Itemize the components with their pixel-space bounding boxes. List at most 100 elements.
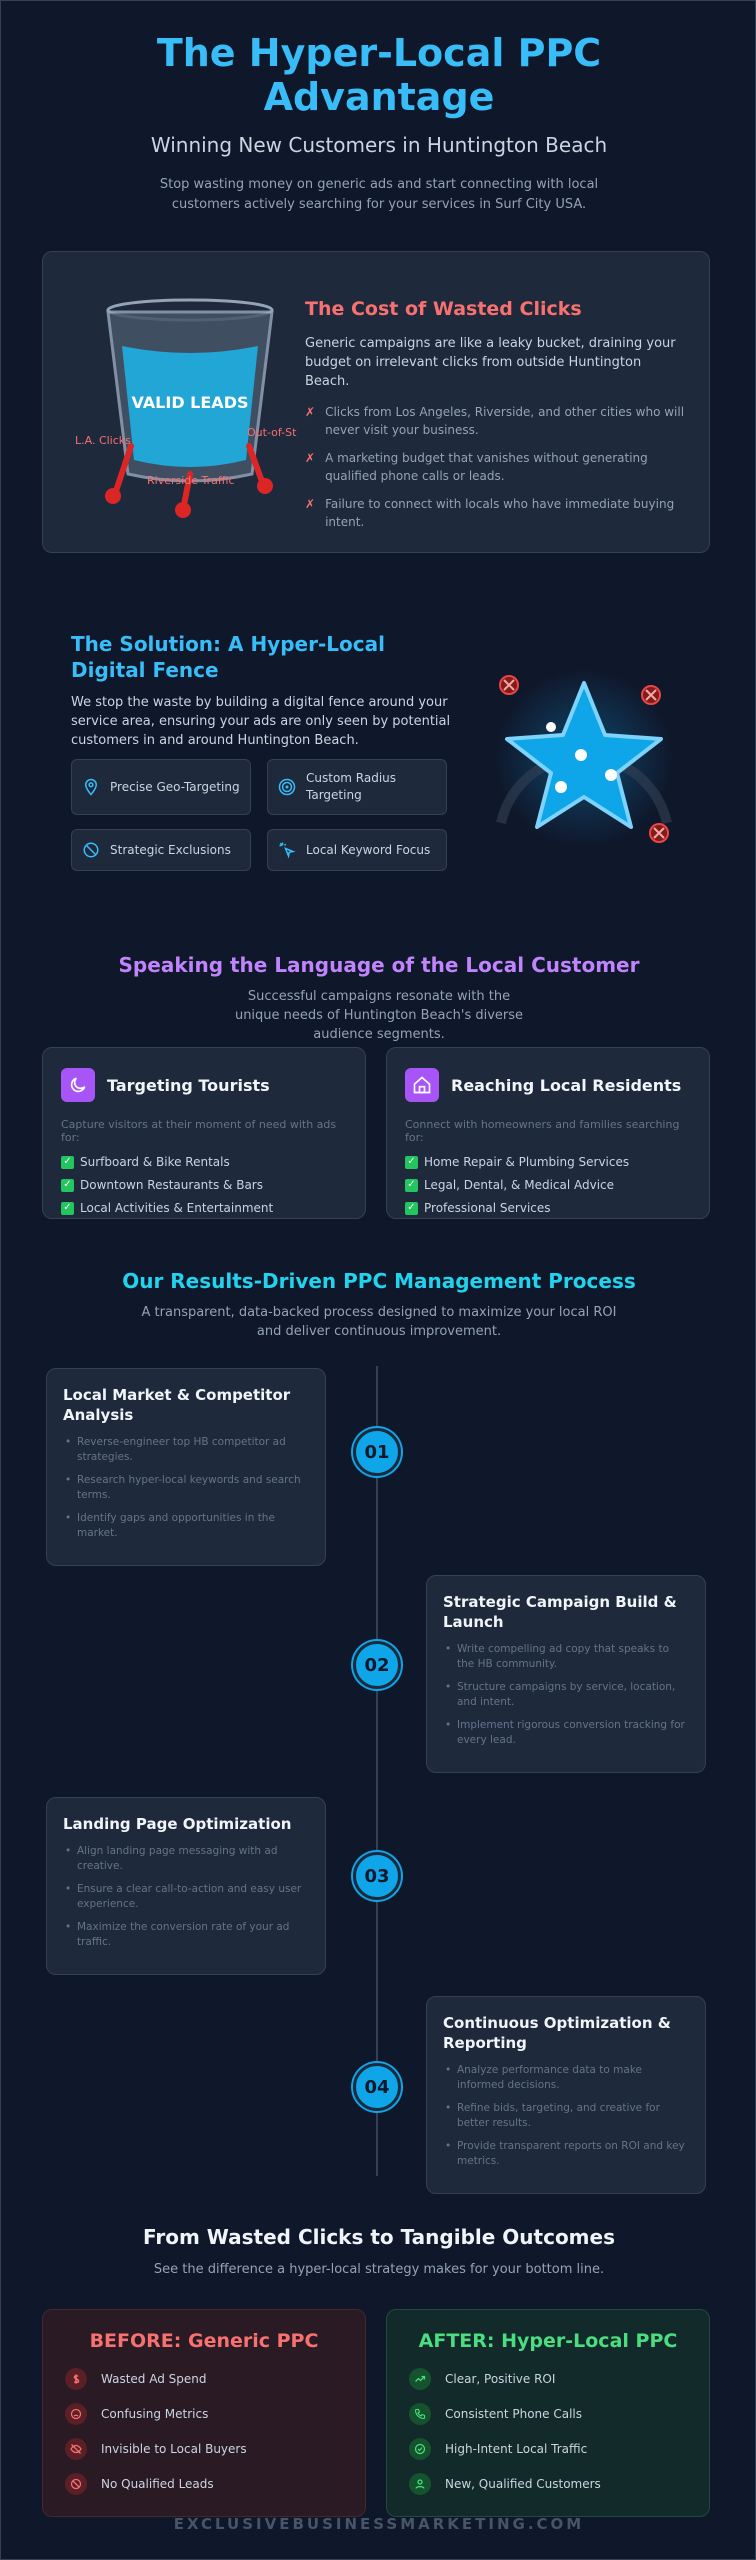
phone-icon: [409, 2403, 431, 2425]
dollar-icon: [65, 2368, 87, 2390]
list-item: ✓Local Activities & Entertainment: [61, 1200, 347, 1216]
list-item: Invisible to Local Buyers: [65, 2438, 343, 2460]
cost-list: ✗Clicks from Los Angeles, Riverside, and…: [305, 403, 685, 531]
list-item: Identify gaps and opportunities in the m…: [63, 1511, 309, 1541]
list-item: Structure campaigns by service, location…: [443, 1680, 689, 1710]
step-number-4: 04: [353, 2063, 401, 2111]
process-step-4: Continuous Optimization & Reporting Anal…: [426, 1996, 706, 2194]
list-item: Wasted Ad Spend: [65, 2368, 343, 2390]
list-item: Reverse-engineer top HB competitor ad st…: [63, 1435, 309, 1465]
before-title: BEFORE: Generic PPC: [89, 2330, 319, 2352]
list-item: ✓Legal, Dental, & Medical Advice: [405, 1177, 691, 1193]
list-item: Align landing page messaging with ad cre…: [63, 1844, 309, 1874]
leak-label-outofstate: Out-of-St: [247, 426, 297, 439]
ban-icon: [65, 2473, 87, 2495]
outcomes-subtitle: See the difference a hyper-local strateg…: [153, 2262, 605, 2277]
process-title: Our Results-Driven PPC Management Proces…: [122, 1269, 636, 1293]
page-subtitle: Winning New Customers in Huntington Beac…: [150, 133, 608, 157]
list-item: Maximize the conversion rate of your ad …: [63, 1920, 309, 1950]
list-item: ✓Surfboard & Bike Rentals: [61, 1154, 347, 1170]
solution-features: Precise Geo-Targeting Custom Radius Targ…: [71, 759, 449, 871]
residents-title: Reaching Local Residents: [451, 1075, 682, 1095]
list-item: ✓Home Repair & Plumbing Services: [405, 1154, 691, 1170]
x-icon: ✗: [305, 451, 316, 465]
language-title: Speaking the Language of the Local Custo…: [118, 953, 640, 977]
list-item: ✗Failure to connect with locals who have…: [305, 497, 675, 529]
outcomes-title: From Wasted Clicks to Tangible Outcomes: [143, 2225, 615, 2249]
check-icon: ✓: [61, 1178, 74, 1192]
eye-off-icon: [65, 2438, 87, 2460]
check-circle-icon: [409, 2438, 431, 2460]
list-item: ✗A marketing budget that vanishes withou…: [305, 451, 648, 483]
after-list: Clear, Positive ROI Consistent Phone Cal…: [409, 2368, 687, 2495]
feature-radius-targeting: Custom Radius Targeting: [267, 759, 447, 815]
trend-up-icon: [409, 2368, 431, 2390]
list-item: ✓Downtown Restaurants & Bars: [61, 1177, 347, 1193]
cost-title: The Cost of Wasted Clicks: [305, 298, 582, 320]
check-icon: ✓: [61, 1201, 74, 1215]
step-title: Continuous Optimization & Reporting: [443, 2014, 671, 2052]
hero-section: The Hyper-Local PPC Advantage Winning Ne…: [1, 31, 755, 215]
before-list: Wasted Ad Spend Confusing Metrics Invisi…: [65, 2368, 343, 2495]
x-icon: ✗: [305, 497, 316, 511]
check-icon: ✓: [405, 1201, 418, 1215]
residents-list: ✓Home Repair & Plumbing Services ✓Legal,…: [405, 1154, 691, 1216]
x-icon: ✗: [305, 405, 316, 419]
list-item: ✗Clicks from Los Angeles, Riverside, and…: [305, 405, 685, 437]
check-icon: ✓: [405, 1178, 418, 1192]
cost-card: VALID LEADS L.A. Clicks Out-of-St Rivers…: [42, 251, 710, 553]
cost-lead: Generic campaigns are like a leaky bucke…: [305, 336, 676, 389]
list-item: Confusing Metrics: [65, 2403, 343, 2425]
check-icon: ✓: [405, 1155, 418, 1169]
hero-description: Stop wasting money on generic ads and st…: [159, 177, 599, 212]
step-number-1: 01: [353, 1428, 401, 1476]
target-icon: [278, 778, 296, 796]
solution-title: The Solution: A Hyper-Local Digital Fenc…: [71, 632, 385, 682]
frown-icon: [65, 2403, 87, 2425]
timeline-line: [376, 1366, 378, 2176]
solution-text: We stop the waste by building a digital …: [71, 695, 451, 748]
list-item: Ensure a clear call-to-action and easy u…: [63, 1882, 309, 1912]
list-item: Research hyper-local keywords and search…: [63, 1473, 309, 1503]
residents-desc: Connect with homeowners and families sea…: [405, 1118, 680, 1144]
step-title: Local Market & Competitor Analysis: [63, 1386, 291, 1424]
process-step-2: Strategic Campaign Build & Launch Write …: [426, 1575, 706, 1773]
step-title: Strategic Campaign Build & Launch: [443, 1593, 677, 1631]
list-item: ✓Professional Services: [405, 1200, 691, 1216]
cost-text: The Cost of Wasted Clicks Generic campai…: [305, 298, 685, 541]
list-item: No Qualified Leads: [65, 2473, 343, 2495]
tourists-title: Targeting Tourists: [107, 1075, 270, 1095]
page-title: The Hyper-Local PPC Advantage: [156, 31, 602, 119]
check-icon: ✓: [61, 1155, 74, 1169]
list-item: Implement rigorous conversion tracking f…: [443, 1718, 689, 1748]
home-icon: [405, 1068, 439, 1102]
process-step-1: Local Market & Competitor Analysis Rever…: [46, 1368, 326, 1566]
after-title: AFTER: Hyper-Local PPC: [418, 2330, 678, 2352]
list-item: Analyze performance data to make informe…: [443, 2063, 689, 2093]
tourists-list: ✓Surfboard & Bike Rentals ✓Downtown Rest…: [61, 1154, 347, 1216]
process-subtitle: A transparent, data-backed process desig…: [141, 1305, 617, 1339]
list-item: Refine bids, targeting, and creative for…: [443, 2101, 689, 2131]
list-item: High-Intent Local Traffic: [409, 2438, 687, 2460]
process-step-3: Landing Page Optimization Align landing …: [46, 1797, 326, 1975]
feature-exclusions: Strategic Exclusions: [71, 829, 251, 871]
feature-keyword-focus: Local Keyword Focus: [267, 829, 447, 871]
before-card: BEFORE: Generic PPC Wasted Ad Spend Conf…: [42, 2309, 366, 2517]
step-list: Analyze performance data to make informe…: [443, 2063, 689, 2169]
feature-geo-targeting: Precise Geo-Targeting: [71, 759, 251, 815]
step-number-2: 02: [353, 1641, 401, 1689]
sparkle-cursor-icon: [279, 842, 296, 859]
solution-section: The Solution: A Hyper-Local Digital Fenc…: [71, 631, 461, 750]
list-item: Write compelling ad copy that speaks to …: [443, 1642, 689, 1672]
after-card: AFTER: Hyper-Local PPC Clear, Positive R…: [386, 2309, 710, 2517]
language-subtitle: Successful campaigns resonate with the u…: [234, 989, 524, 1042]
residents-card: Reaching Local Residents Connect with ho…: [386, 1047, 710, 1219]
user-icon: [409, 2473, 431, 2495]
step-list: Write compelling ad copy that speaks to …: [443, 1642, 689, 1748]
list-item: Provide transparent reports on ROI and k…: [443, 2139, 689, 2169]
list-item: Clear, Positive ROI: [409, 2368, 687, 2390]
footer-website: EXCLUSIVEBUSINESSMARKETING.COM: [173, 2515, 585, 2533]
ban-icon: [83, 842, 99, 858]
tourists-desc: Capture visitors at their moment of need…: [61, 1118, 337, 1144]
